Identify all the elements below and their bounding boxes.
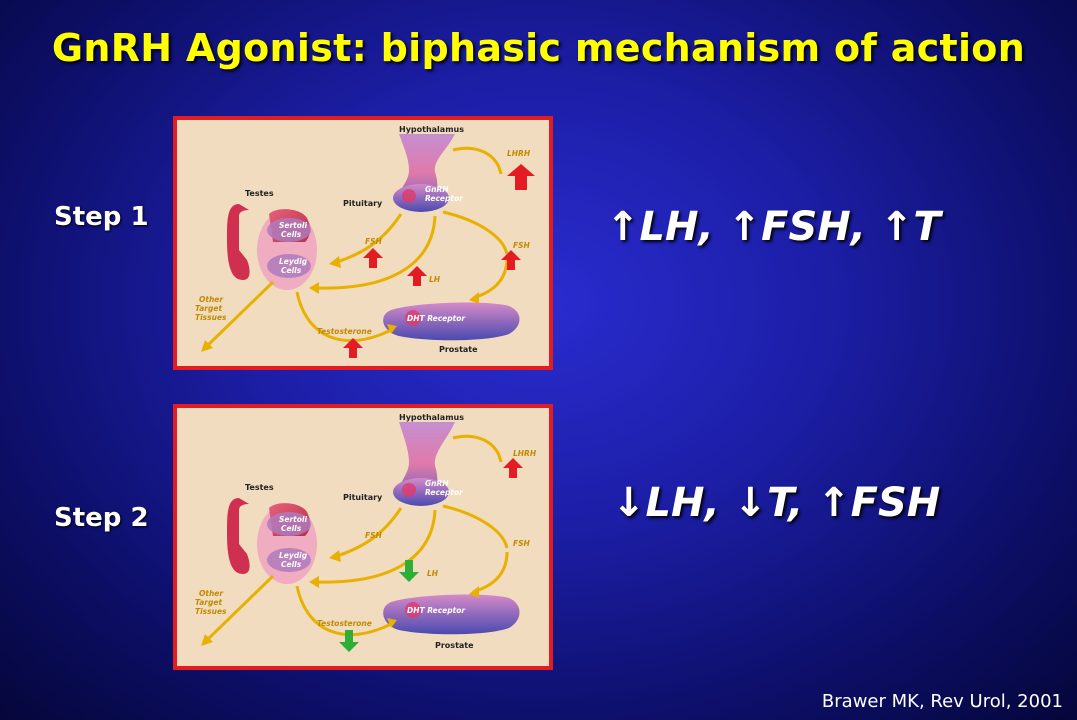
step-1-diagram: Hypothalamus Pituitary GnRH Receptor Tes… [173, 116, 553, 370]
citation: Brawer MK, Rev Urol, 2001 [821, 691, 1063, 712]
dht-receptor-label: DHT Receptor [407, 314, 466, 323]
lhrh-up-arrow-icon [507, 164, 535, 190]
fsh-up-arrow-icon [363, 248, 383, 268]
testes-label: Testes [245, 483, 274, 492]
step-2-effect: ↓LH, ↓T, ↑FSH [612, 480, 941, 526]
sertoli-label-2: Cells [281, 230, 302, 239]
prostate-label: Prostate [439, 345, 478, 354]
leydig-label-2: Cells [281, 266, 302, 275]
other-tissues-label-1: Other [199, 295, 224, 304]
leydig-label-1: Leydig [279, 551, 308, 560]
fsh-label-left: FSH [365, 531, 383, 540]
lhrh-label: LHRH [513, 449, 537, 458]
lh-label: LH [429, 275, 441, 284]
fsh-right-up-arrow-icon [501, 250, 521, 270]
other-tissues-label-3: Tissues [195, 607, 227, 616]
lhrh-up-arrow-icon [503, 458, 523, 478]
gnrh-receptor-label-2: Receptor [425, 488, 464, 497]
other-tissues-label-1: Other [199, 589, 224, 598]
gnrh-receptor-label-2: Receptor [425, 194, 464, 203]
sertoli-label-1: Sertoli [279, 515, 307, 524]
hypothalamus-label: Hypothalamus [399, 413, 464, 422]
testosterone-label: Testosterone [317, 327, 372, 336]
testosterone-down-arrow-icon [339, 630, 359, 652]
step-2-label: Step 2 [54, 503, 149, 533]
gnrh-receptor-label-1: GnRH [425, 479, 449, 488]
gnrh-receptor-label-1: GnRH [425, 185, 449, 194]
lh-label: LH [427, 569, 439, 578]
lhrh-label: LHRH [507, 149, 531, 158]
fsh-label-right: FSH [513, 539, 531, 548]
prostate-label: Prostate [435, 641, 474, 650]
other-tissues-label-2: Target [195, 598, 222, 607]
step-1-effect: ↑LH, ↑FSH, ↑T [606, 204, 941, 250]
slide-title: GnRH Agonist: biphasic mechanism of acti… [51, 26, 1026, 70]
sertoli-label-2: Cells [281, 524, 302, 533]
testosterone-label: Testosterone [317, 619, 372, 628]
step-2-diagram: Hypothalamus Pituitary GnRH Receptor Tes… [173, 404, 553, 670]
lh-up-arrow-icon [407, 266, 427, 286]
lh-down-arrow-icon [399, 560, 419, 582]
sertoli-label-1: Sertoli [279, 221, 307, 230]
dht-receptor-label: DHT Receptor [407, 606, 466, 615]
fsh-label-left: FSH [365, 237, 383, 246]
fsh-label-right: FSH [513, 241, 531, 250]
testosterone-up-arrow-icon [343, 338, 363, 358]
leydig-label-1: Leydig [279, 257, 308, 266]
step-1-label: Step 1 [54, 202, 149, 232]
other-tissues-label-3: Tissues [195, 313, 227, 322]
hypothalamus-label: Hypothalamus [399, 125, 464, 134]
testes-label: Testes [245, 189, 274, 198]
leydig-label-2: Cells [281, 560, 302, 569]
pituitary-label: Pituitary [343, 199, 383, 208]
pituitary-label: Pituitary [343, 493, 383, 502]
other-tissues-label-2: Target [195, 304, 222, 313]
